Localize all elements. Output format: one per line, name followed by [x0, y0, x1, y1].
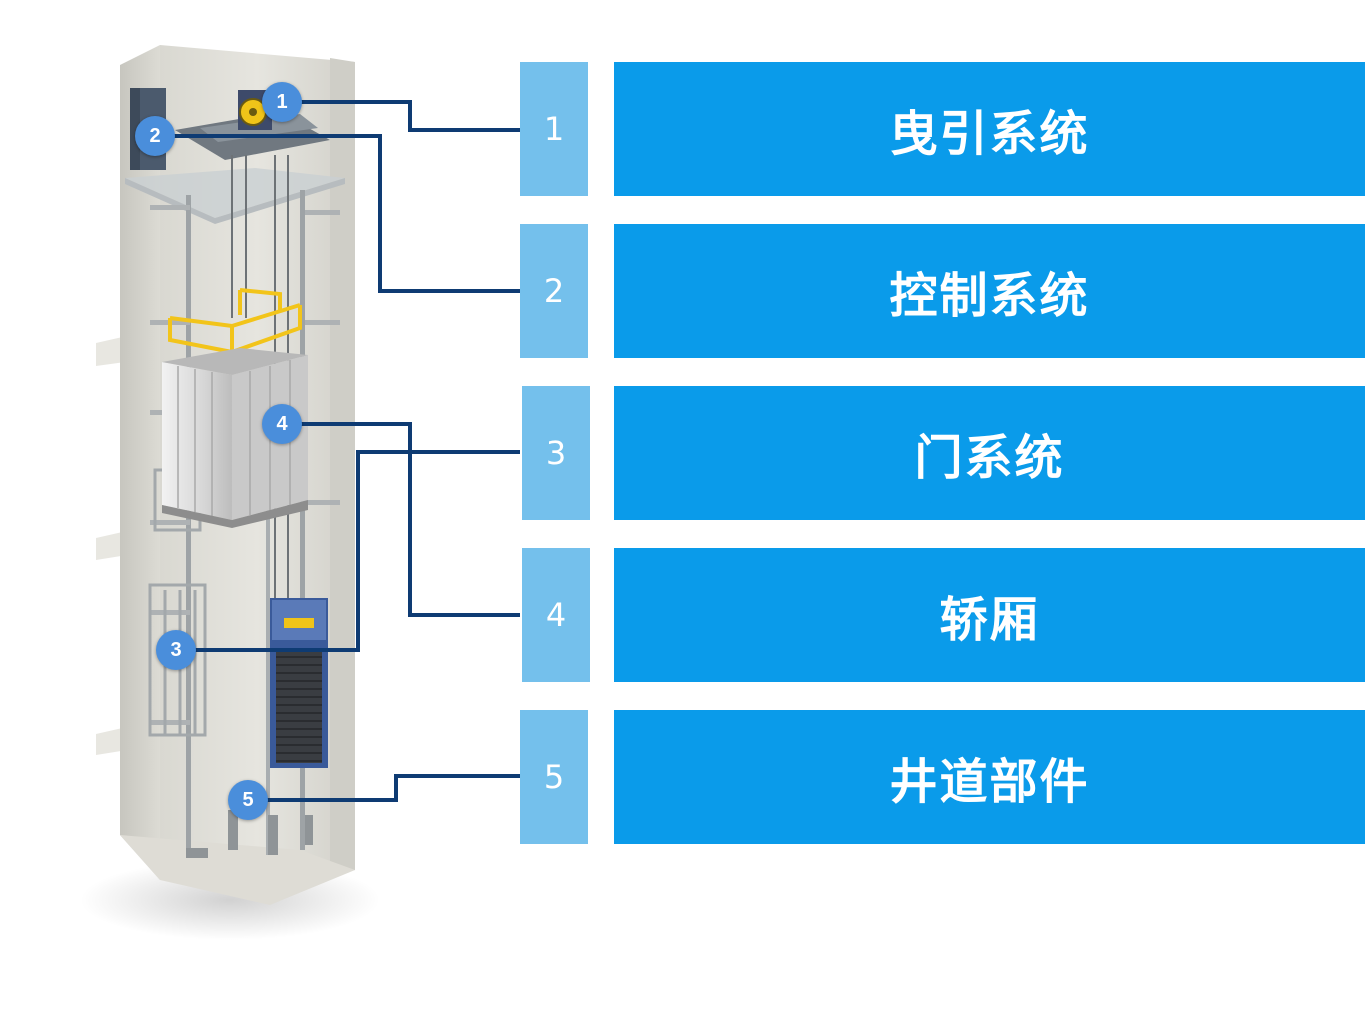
callout-number-5: 5 — [520, 710, 588, 844]
elevator-car-front — [162, 362, 232, 520]
guide-rail — [300, 190, 305, 850]
marker-1: 1 — [262, 82, 302, 122]
marker-5: 5 — [228, 780, 268, 820]
callout-number-2: 2 — [520, 224, 588, 358]
shaft-floor — [120, 835, 355, 905]
marker-2: 2 — [135, 116, 175, 156]
car-door-panel — [276, 648, 322, 763]
callout-label-control-system: 控制系统 — [614, 224, 1365, 358]
marker-4: 4 — [262, 404, 302, 444]
pit-buffers — [186, 810, 313, 858]
machine-room-slab — [125, 168, 345, 218]
leader-line-1 — [282, 100, 520, 132]
callout-label-traction-system: 曳引系统 — [614, 62, 1365, 196]
callout-number-1: 1 — [520, 62, 588, 196]
leader-line-2 — [155, 134, 520, 293]
leader-line-5 — [248, 774, 520, 802]
callout-number-3: 3 — [522, 386, 590, 520]
leader-lines — [155, 100, 520, 802]
callout-label-car: 轿厢 — [614, 548, 1365, 682]
leader-line-4 — [282, 422, 520, 617]
callout-label-door-system: 门系统 — [614, 386, 1365, 520]
marker-3: 3 — [156, 630, 196, 670]
elevator-car-roof — [162, 348, 308, 375]
machine-room-slab-edge — [125, 178, 345, 224]
callout-number-4: 4 — [522, 548, 590, 682]
leader-line-3 — [176, 450, 520, 652]
shaft-right-wall — [330, 58, 355, 872]
callout-label-hoistway-parts: 井道部件 — [614, 710, 1365, 844]
shaft-left-wall — [120, 45, 160, 880]
guide-rail — [266, 505, 270, 855]
